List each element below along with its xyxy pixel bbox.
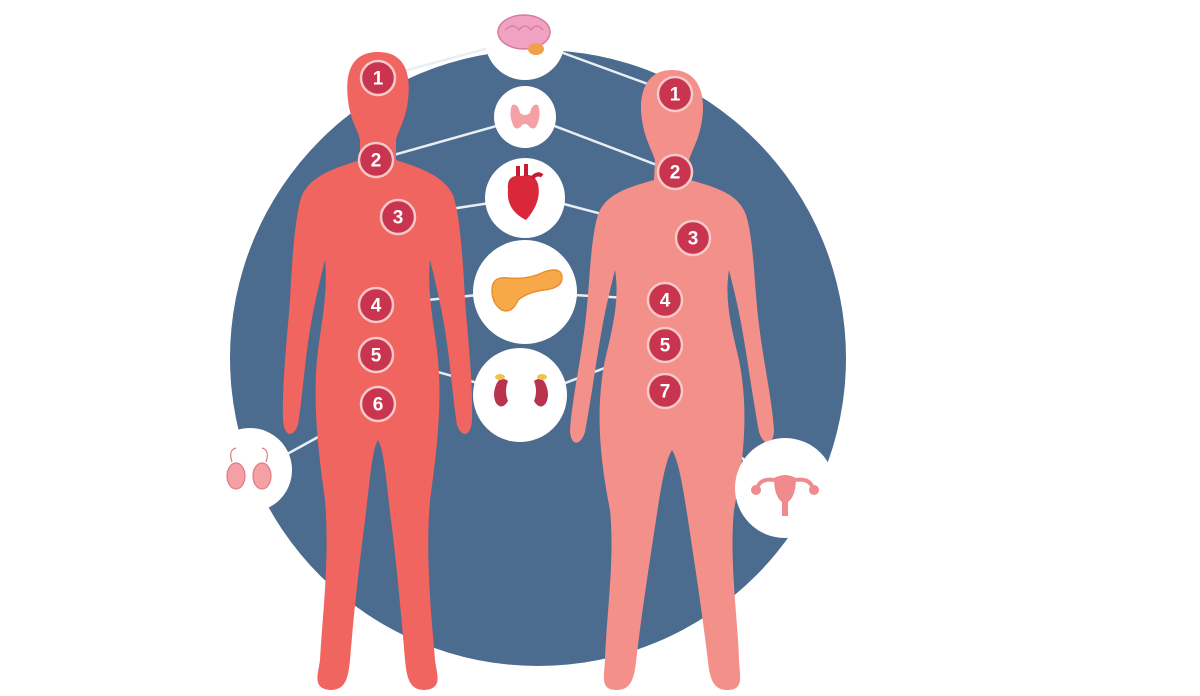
male-badges: 1 2 3 4 5 6 <box>357 59 417 423</box>
heart-icon <box>507 164 544 220</box>
pancreas-icon <box>491 269 563 312</box>
pancreas-organ <box>473 240 577 344</box>
female-badge-thyroid: 2 <box>656 153 694 191</box>
svg-text:7: 7 <box>660 382 671 403</box>
kidneys-icon <box>494 374 548 407</box>
female-badge-pancreas: 4 <box>646 281 684 319</box>
svg-text:1: 1 <box>373 69 384 90</box>
brain-icon <box>497 14 551 55</box>
male-badge-adrenal: 5 <box>357 336 395 374</box>
svg-text:2: 2 <box>670 163 681 184</box>
male-badge-heart: 3 <box>379 198 417 236</box>
female-badge-adrenal: 5 <box>646 326 684 364</box>
uterus-organ <box>735 438 835 538</box>
svg-text:4: 4 <box>371 296 382 317</box>
svg-text:5: 5 <box>660 336 671 357</box>
svg-text:3: 3 <box>393 208 404 229</box>
female-badge-heart: 3 <box>674 219 712 257</box>
female-badge-uterus: 7 <box>646 372 684 410</box>
thyroid-icon <box>510 104 540 129</box>
svg-text:5: 5 <box>371 346 382 367</box>
uterus-icon <box>751 475 819 516</box>
male-badge-pancreas: 4 <box>357 286 395 324</box>
male-badge-testes: 6 <box>359 385 397 423</box>
svg-text:1: 1 <box>670 85 681 106</box>
svg-text:4: 4 <box>660 291 671 312</box>
brain-organ <box>485 0 565 80</box>
svg-text:3: 3 <box>688 229 699 250</box>
thyroid-organ <box>494 86 556 148</box>
kidneys-organ <box>473 348 567 442</box>
svg-text:2: 2 <box>371 151 382 172</box>
female-badges: 1 2 3 4 5 7 <box>646 75 712 410</box>
male-badge-thyroid: 2 <box>357 141 395 179</box>
male-badge-brain: 1 <box>359 59 397 97</box>
testes-icon <box>226 447 272 490</box>
svg-text:6: 6 <box>373 395 384 416</box>
female-badge-brain: 1 <box>656 75 694 113</box>
heart-organ <box>485 158 565 238</box>
testes-organ <box>208 428 292 512</box>
